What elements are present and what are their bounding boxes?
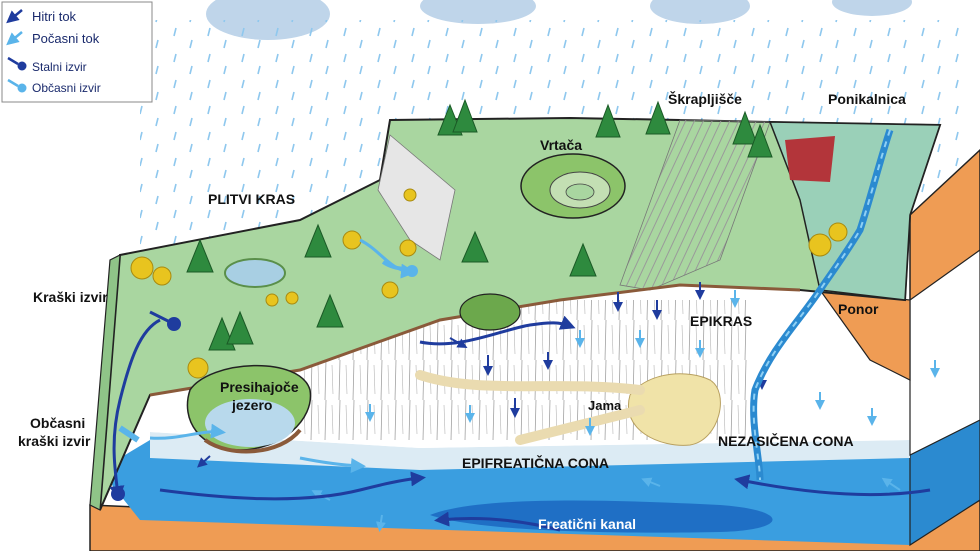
label-obcasni: Občasni: [30, 415, 85, 431]
doline-center: [565, 183, 595, 201]
freaticni-channel: [430, 500, 773, 533]
tree-icon: [316, 293, 344, 328]
yellow-tree-icon: [403, 188, 417, 202]
permanent-spring-icon: [7, 56, 19, 66]
label-vrtaca: Vrtača: [540, 137, 582, 153]
yellow-tree-icon: [808, 233, 832, 257]
sinking-river: [750, 128, 894, 481]
cloud: [420, 0, 536, 24]
legend-label-intermittent: Občasni izvir: [32, 81, 101, 95]
label-freaticni-kanal: Freatični kanal: [538, 516, 636, 532]
permanent-spring-icon: [167, 317, 181, 331]
label-ponikalnica: Ponikalnica: [828, 91, 906, 107]
rocky-slope: [377, 134, 456, 261]
small-pond: [224, 258, 286, 288]
slow-arrows: [311, 290, 940, 532]
tree-icon: [747, 123, 773, 158]
scar-zone: [619, 119, 771, 291]
slow-flow-arrow-icon: [6, 31, 23, 46]
legend: Hitri tok Počasni tok Stalni izvir Občas…: [1, 1, 153, 103]
intermittent-spring-icon: [17, 83, 27, 93]
intermittent-spring-icon: [118, 425, 140, 443]
label-epifreaticna-cona: EPIFREATIČNA CONA: [462, 454, 609, 471]
small-hill: [459, 293, 521, 331]
cloud: [832, 0, 912, 16]
label-jezero: jezero: [231, 397, 272, 413]
springs: [111, 260, 418, 501]
yellow-tree-icon: [285, 291, 299, 305]
intermittent-spring-icon: [7, 78, 19, 88]
tree-icon: [732, 110, 758, 145]
yellow-tree-icon: [187, 357, 209, 379]
tree-icon: [304, 223, 332, 258]
fast-flow-arrow-icon: [6, 9, 23, 24]
legend-box: [1, 1, 153, 103]
tree-icon: [595, 103, 621, 138]
tree-icon: [226, 310, 254, 345]
label-jama: Jama: [588, 398, 622, 413]
cave-passage: [415, 370, 645, 445]
yellow-tree-icon: [342, 230, 362, 250]
intermittent-spring-icon: [406, 265, 418, 277]
yellow-trees: [130, 188, 848, 379]
tree-icon: [645, 100, 671, 135]
label-skrapljisce: Škrapljišče: [668, 90, 742, 107]
label-kraski-izvir: Kraški izvir: [33, 289, 108, 305]
yellow-tree-icon: [381, 281, 399, 299]
label-kraski-izvir-2: kraški izvir: [18, 433, 91, 449]
permanent-spring-icon: [149, 310, 171, 324]
permanent-spring-icon: [111, 487, 125, 501]
legend-label-permanent: Stalni izvir: [32, 60, 87, 74]
label-plitvi-kras: PLITVI KRAS: [208, 191, 295, 207]
tree-icon: [461, 230, 489, 263]
yellow-tree-icon: [152, 266, 172, 286]
epifreatic-zone: [150, 432, 910, 470]
fast-flows: [109, 315, 931, 532]
lake-water: [205, 399, 295, 447]
permanent-spring-icon: [17, 61, 27, 71]
legend-label-slow: Počasni tok: [32, 31, 100, 46]
tree-icon: [569, 242, 597, 277]
tree-icon: [186, 238, 214, 273]
left-cliff: [89, 253, 121, 511]
label-nezasicena-cona: NEZASIČENA CONA: [718, 432, 854, 449]
trees: [186, 98, 773, 351]
label-ponor: Ponor: [838, 301, 879, 317]
label-epikras: EPIKRAS: [690, 313, 752, 329]
yellow-tree-icon: [130, 256, 154, 280]
cloud: [650, 0, 750, 24]
tree-icon: [452, 98, 478, 133]
yellow-tree-icon: [399, 239, 417, 257]
right-side-white: [909, 249, 980, 456]
label-presihajoce: Presihajoče: [220, 379, 299, 395]
yellow-tree-icon: [265, 293, 279, 307]
ponikalnica-rock: [785, 136, 835, 182]
legend-label-fast: Hitri tok: [32, 9, 77, 24]
lake-soil: [203, 428, 302, 454]
yellow-tree-icon: [828, 222, 848, 242]
cave: [627, 373, 721, 446]
